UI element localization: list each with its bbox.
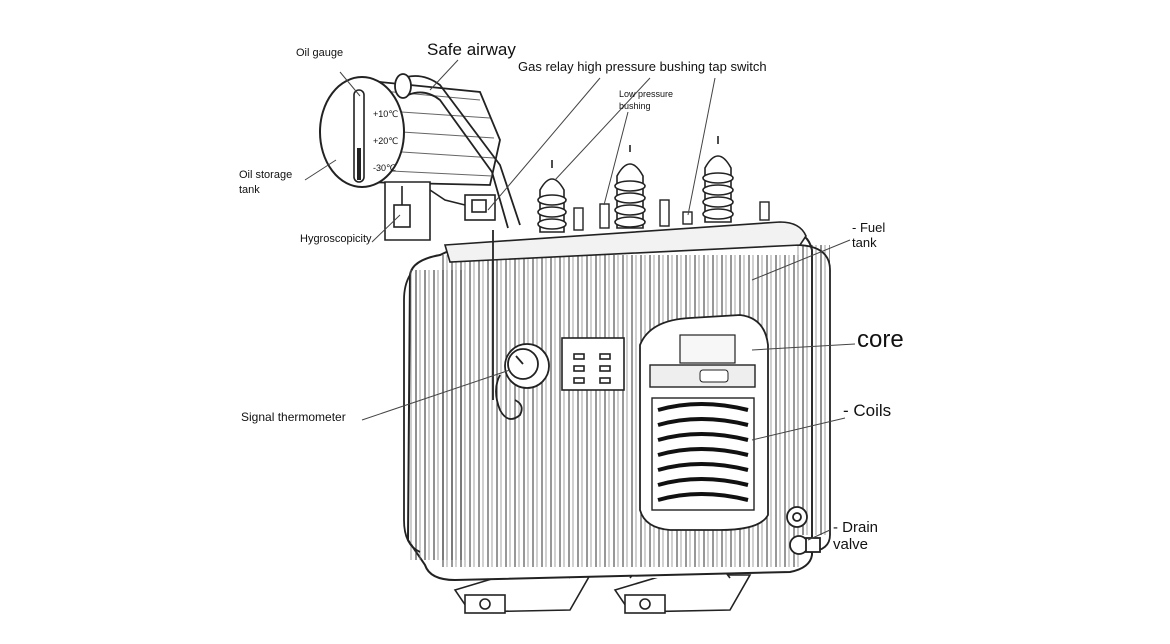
label-oil-storage-tank-line2: tank (239, 184, 260, 196)
label-oil-storage-tank-line1: Oil storage (239, 169, 293, 181)
label-coils: - Coils (843, 401, 892, 420)
high-pressure-bushings (537, 136, 734, 233)
label-low-pressure-bushing-line2: bushing (619, 101, 651, 111)
gauge-mark-bottom: -30℃ (373, 163, 397, 173)
label-gas-relay: Gas relay high pressure bushing tap swit… (518, 59, 767, 74)
safe-airway-pipe (394, 73, 521, 229)
label-fuel-tank-line2: tank (852, 235, 877, 250)
gas-relay-part (429, 189, 496, 221)
signal-thermometer-dial (492, 230, 550, 420)
oil-storage-tank (319, 76, 501, 188)
nameplate-panel (561, 337, 625, 391)
leader-lines (304, 59, 856, 541)
label-fuel-tank-line1: - Fuel (852, 220, 886, 235)
coil-windings (657, 402, 749, 502)
label-signal-thermometer: Signal thermometer (241, 410, 346, 424)
label-low-pressure-bushing-line1: Low pressure (619, 89, 674, 99)
gauge-mark-mid: +20℃ (373, 136, 399, 146)
low-pressure-bushings (573, 199, 770, 231)
label-drain-valve-line1: - Drain (833, 519, 879, 536)
gauge-mark-top: +10℃ (373, 109, 399, 119)
label-drain-valve-line2: valve (833, 536, 869, 553)
label-safe-airway: Safe airway (427, 40, 516, 59)
label-core: core (857, 326, 904, 353)
label-hygroscopicity: Hygroscopicity (300, 233, 372, 245)
hygroscopicity-breather (384, 181, 431, 241)
core-coil-cutaway (639, 314, 769, 531)
label-oil-gauge: Oil gauge (296, 47, 344, 59)
